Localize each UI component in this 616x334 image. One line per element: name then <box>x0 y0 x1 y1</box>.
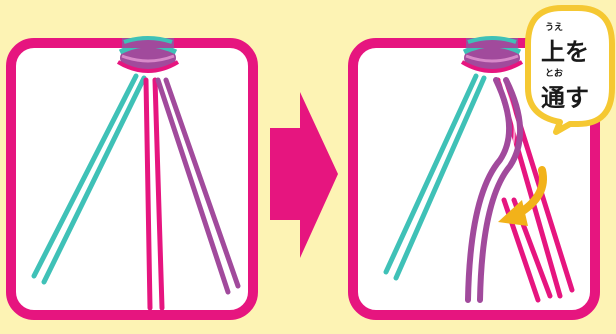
purple-cord <box>158 80 238 292</box>
bubble-text-1: 上を <box>541 38 589 66</box>
speech-bubble: うえ 上を とお 通す <box>528 8 612 132</box>
bubble-ruby-2: とお <box>545 68 563 79</box>
knot-icon <box>462 38 522 72</box>
teal-cord <box>34 76 144 282</box>
right-arrow-icon <box>270 92 338 258</box>
bubble-text-2: 通す <box>541 84 589 112</box>
left-cords <box>34 38 238 308</box>
bubble-ruby-1: うえ <box>545 22 563 33</box>
pink-cord <box>146 80 162 308</box>
knot-icon <box>118 38 178 72</box>
